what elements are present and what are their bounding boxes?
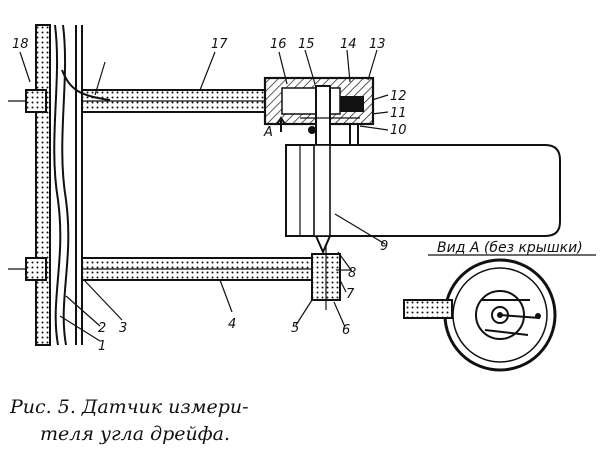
label-4: 4: [228, 317, 236, 332]
label-6: 6: [342, 323, 350, 338]
label-5: 5: [291, 321, 299, 336]
figure-caption: Рис. 5. Датчик измери- теля угла дрейфа.: [9, 396, 249, 445]
label-2: 2: [98, 321, 106, 336]
label-17: 17: [211, 37, 228, 52]
housing-wall: [35, 24, 83, 346]
label-13: 13: [369, 37, 386, 52]
view-a-detail: [403, 254, 596, 372]
label-18: 18: [12, 37, 29, 52]
label-8: 8: [348, 266, 356, 281]
caption-line-1: Рис. 5. Датчик измери-: [9, 396, 249, 418]
label-11: 11: [390, 106, 407, 121]
label-10: 10: [390, 123, 407, 138]
label-9: 9: [380, 239, 388, 254]
label-1: 1: [98, 339, 106, 354]
part-labels: 18 17 16 15 14 13 12 11 10 A 9 8 7 6 5 4…: [12, 37, 407, 354]
lower-tube: [8, 244, 352, 310]
view-a-label: Вид А (без крышки): [437, 240, 583, 256]
upper-tube: [8, 69, 268, 113]
cylinder-body: [285, 144, 561, 255]
label-a-arrow: A: [263, 125, 273, 140]
label-3: 3: [119, 321, 127, 336]
label-15: 15: [298, 37, 315, 52]
label-7: 7: [346, 287, 355, 302]
leader-lines: [19, 49, 389, 342]
caption-line-2: теля угла дрейфа.: [40, 423, 230, 445]
label-12: 12: [390, 89, 407, 104]
label-16: 16: [270, 37, 287, 52]
label-14: 14: [340, 37, 357, 52]
